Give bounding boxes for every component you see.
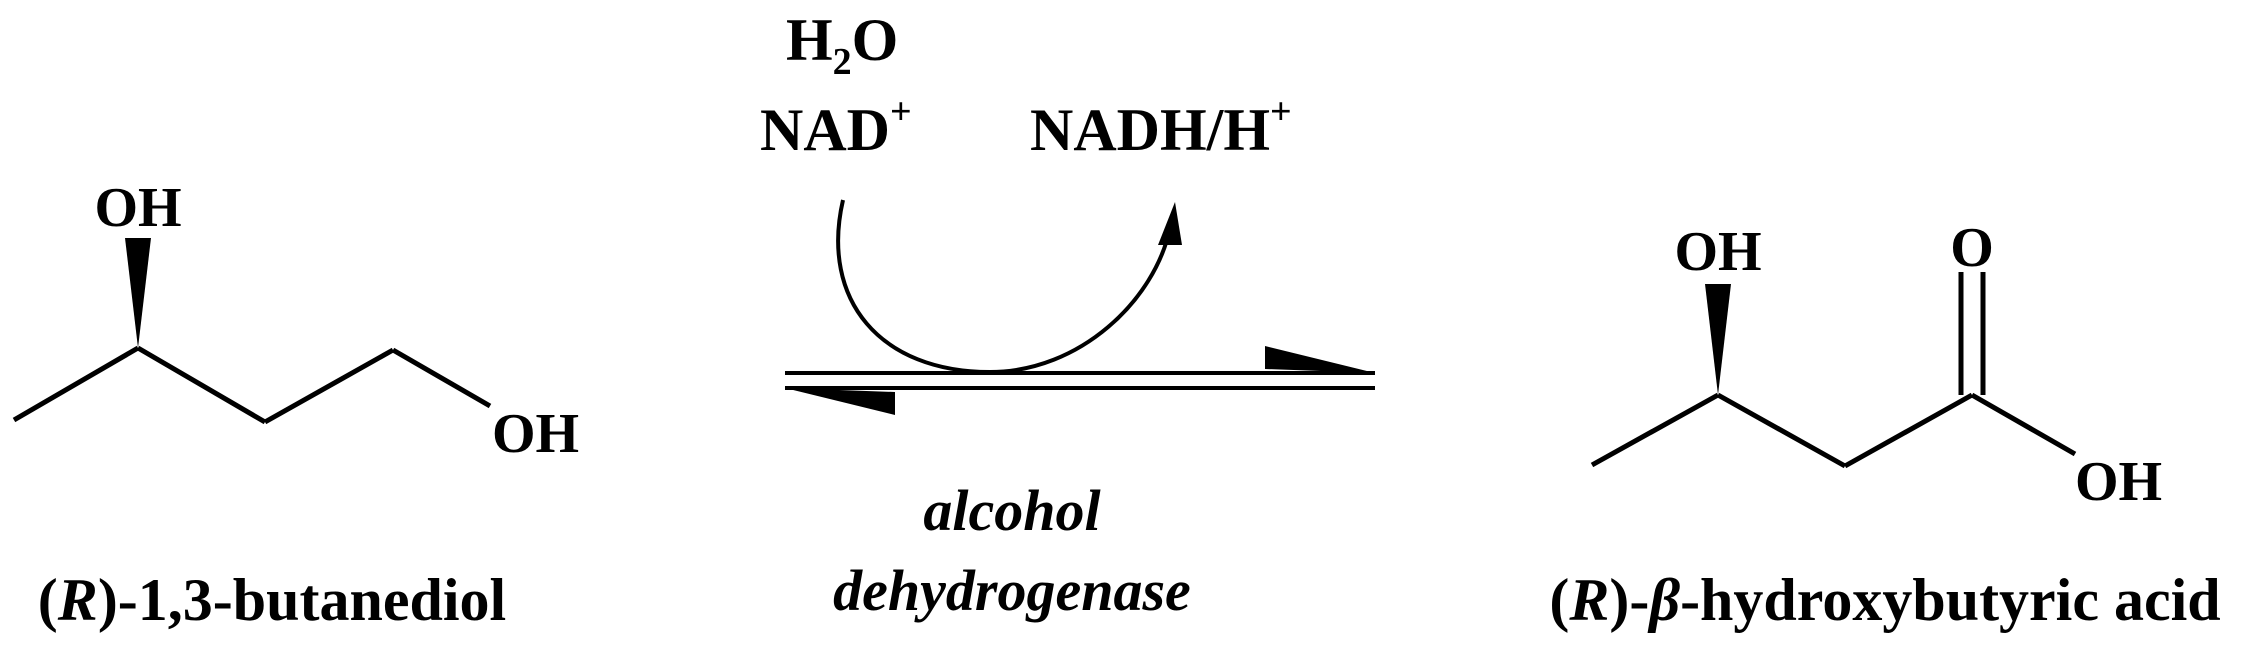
enzyme-label-line1: alcohol <box>923 478 1101 543</box>
atom-oh-top: OH <box>1674 221 1761 283</box>
atom-oh-acid: OH <box>2075 451 2162 513</box>
reagent-water: H2O <box>786 7 898 83</box>
enzyme-label-line2: dehydrogenase <box>833 558 1191 623</box>
atom-o-carbonyl: O <box>1950 217 1994 279</box>
bond-c3-c4 <box>263 347 395 425</box>
reactant-structure: OH OH <box>12 177 579 465</box>
bond-c2-c3 <box>136 345 267 425</box>
reverse-arrowhead <box>785 388 895 415</box>
bond-p3-p4 <box>1843 392 1974 469</box>
atom-oh-top: OH <box>94 177 181 239</box>
cofactor-arrowhead <box>1158 202 1182 245</box>
bond-c1-c2 <box>12 345 140 423</box>
reactant-name: (R)-1,3-butanediol <box>38 567 506 633</box>
reagent-nadh: NADH/H+ <box>1030 91 1292 163</box>
reagent-nad: NAD+ <box>760 91 912 163</box>
wedge-bond <box>1705 284 1731 395</box>
reaction-conditions: H2O NAD+ NADH/H+ alcohol dehydrogenase <box>760 7 1375 623</box>
atom-oh-end: OH <box>492 403 579 465</box>
wedge-bond <box>125 238 151 348</box>
product-structure: OH O OH <box>1590 217 2162 513</box>
bond-c4-oh <box>391 347 492 409</box>
product-name: (R)-β-hydroxybutyric acid <box>1549 567 2220 633</box>
bond-p4-oh <box>1970 392 2077 457</box>
bond-p1-p2 <box>1590 392 1720 468</box>
forward-arrowhead <box>1265 346 1375 373</box>
bond-p2-p3 <box>1716 392 1847 469</box>
cofactor-curved-arrow <box>836 199 1172 375</box>
